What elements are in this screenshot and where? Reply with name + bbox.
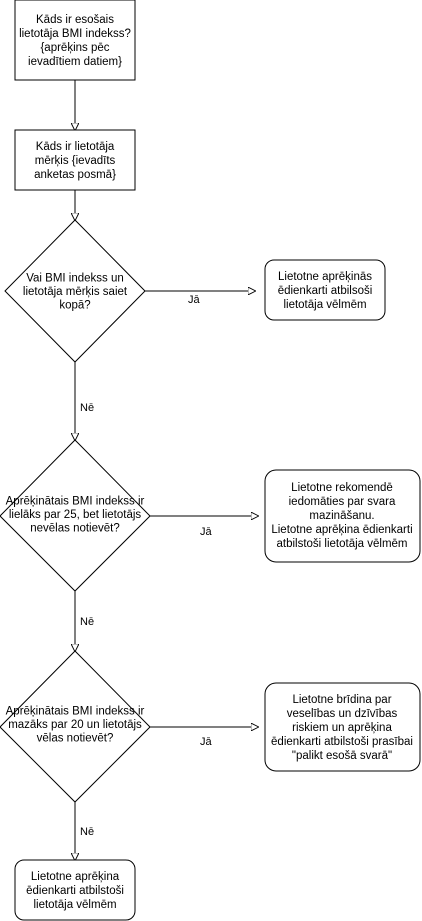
label-line: ēdienkarti atbilsoši bbox=[278, 285, 373, 297]
result-box-default-menu-shape bbox=[14, 859, 136, 921]
label-line: Aprēķinātais BMI indekss ir bbox=[6, 706, 145, 718]
edge-label-d2-no: Nē bbox=[80, 616, 94, 628]
label-line: lielāks par 25, bet lietotājs bbox=[9, 509, 142, 521]
decision-bmi-goal-match-shape bbox=[4, 219, 146, 363]
label-line: ēdienkarti atbilstoši prasībai bbox=[271, 736, 413, 748]
result-box-menu-match: Lietotne aprēķinās ēdienkarti atbilsoši li… bbox=[264, 259, 386, 321]
label-line: veselības un dzīvības bbox=[287, 708, 398, 720]
label-line: mērķis {ievadīts bbox=[35, 155, 116, 167]
result-box-weight-loss: Lietotne rekomendē iedomāties par svara ma… bbox=[264, 469, 421, 563]
edge-label-d3-yes: Jā bbox=[200, 736, 213, 748]
result-box-weight-loss-shape bbox=[264, 469, 421, 563]
edge-label-d3-no: Nē bbox=[80, 826, 94, 838]
result-box-menu-match-label: Lietotne aprēķinās ēdienkarti atbilsoši li… bbox=[278, 271, 373, 311]
label-line: Lietotne rekomendē bbox=[291, 482, 393, 494]
result-box-health-warning: Lietotne brīdina par veselības un dzīvība… bbox=[264, 682, 421, 772]
edge-label-d1-no: Nē bbox=[80, 402, 94, 414]
label-line: vēlas notievēt? bbox=[37, 733, 114, 745]
process-box-user-goal-shape bbox=[14, 129, 136, 191]
edge-label-d2-yes: Jā bbox=[200, 526, 213, 538]
result-box-menu-match-shape bbox=[264, 259, 386, 321]
label-line: Kāds ir esošais bbox=[36, 14, 114, 26]
label-line: ievadītiem datiem} bbox=[28, 56, 122, 68]
edge-labels: Jā Nē Jā Nē Jā Nē bbox=[80, 294, 213, 838]
label-line: Vai BMI indekss un bbox=[26, 273, 124, 285]
result-box-weight-loss-label: Lietotne rekomendē iedomāties par svara ma… bbox=[271, 482, 412, 550]
label-line: Lietotne aprēķina bbox=[31, 871, 120, 883]
label-line: mazināšanu. bbox=[309, 510, 374, 522]
label-line: nevēlas notievēt? bbox=[30, 523, 120, 535]
label-line: {aprēķins pēc bbox=[40, 42, 109, 54]
result-box-default-menu-label: Lietotne aprēķina ēdienkarti atbilstoši li… bbox=[26, 871, 124, 911]
label-line: riskiem un aprēķina bbox=[292, 722, 392, 734]
label-line: ēdienkarti atbilstoši bbox=[26, 885, 124, 897]
process-box-user-goal-label: Kāds ir lietotāja mērķis {ievadīts anketas… bbox=[34, 141, 116, 181]
process-box-current-bmi-label: Kāds ir esošais lietotāja BMI indekss? {ap… bbox=[19, 14, 131, 68]
label-line: lietotāja mērķis saiet bbox=[23, 286, 128, 298]
connectors bbox=[75, 80, 258, 860]
result-box-health-warning-shape bbox=[264, 682, 421, 772]
result-box-health-warning-label: Lietotne brīdina par veselības un dzīvība… bbox=[271, 694, 413, 762]
edge-label-d1-yes: Jā bbox=[188, 294, 201, 306]
label-line: mazāks par 20 un lietotājs bbox=[8, 719, 142, 731]
label-line: lietotāja vēlmēm bbox=[283, 299, 366, 311]
label-line: anketas posmā} bbox=[34, 169, 116, 181]
decision-bmi-over-25-shape bbox=[0, 439, 151, 592]
label-line: Lietotne aprēķina ēdienkarti bbox=[271, 524, 412, 536]
label-line: lietotāja vēlmēm bbox=[33, 899, 116, 911]
label-line: kopā? bbox=[59, 300, 90, 312]
label-line: "palikt esošā svarā" bbox=[292, 750, 392, 762]
label-line: atbilstoši lietotāja vēlmēm bbox=[276, 538, 407, 550]
label-line: lietotāja BMI indekss? bbox=[19, 28, 131, 40]
label-line: iedomāties par svara bbox=[289, 496, 396, 508]
process-box-current-bmi-shape bbox=[14, 0, 136, 81]
process-box-user-goal: Kāds ir lietotāja mērķis {ievadīts anketas… bbox=[14, 129, 136, 191]
label-line: Kāds ir lietotāja bbox=[36, 141, 115, 153]
result-box-default-menu: Lietotne aprēķina ēdienkarti atbilstoši li… bbox=[14, 859, 136, 921]
label-line: Lietotne aprēķinās bbox=[278, 271, 372, 283]
label-line: Aprēķinātais BMI indekss ir bbox=[6, 496, 145, 508]
process-box-current-bmi: Kāds ir esošais lietotāja BMI indekss? {ap… bbox=[14, 0, 136, 81]
label-line: Lietotne brīdina par bbox=[292, 694, 391, 706]
decision-bmi-under-20-shape bbox=[0, 650, 151, 803]
